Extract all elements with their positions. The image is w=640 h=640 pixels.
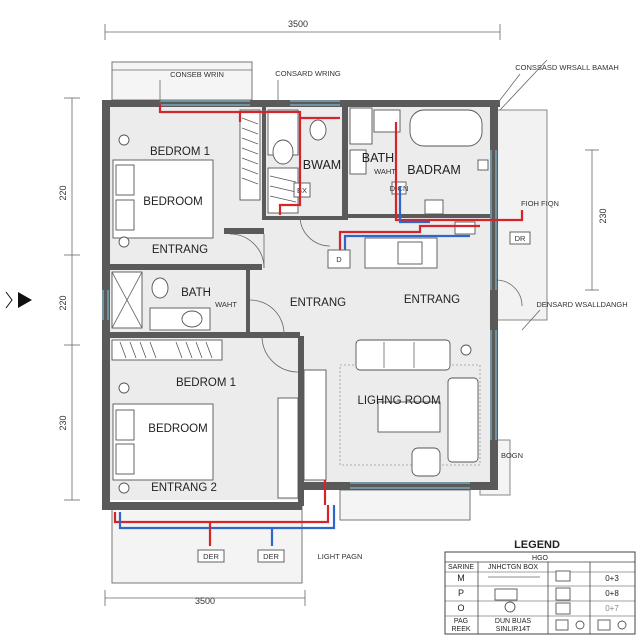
furniture: BX D-CN D xyxy=(111,107,489,499)
label-waht-mid: WAHT xyxy=(215,300,237,309)
legend-subtitle: HGO xyxy=(532,555,549,562)
toilet-icon xyxy=(309,119,327,141)
callout-conseb-wrin: CONSEB WRIN xyxy=(170,70,224,79)
legend-row-key: P xyxy=(458,588,464,598)
sofa xyxy=(355,339,451,371)
callout-light-pagn: LIGHT PAGN xyxy=(318,552,363,561)
armchair xyxy=(411,447,441,477)
legend: LEGEND HGO SARINE JNHCTGN BOX M 0+3 P 0+… xyxy=(444,539,636,635)
label-bedroom-top: BEDROOM xyxy=(143,196,202,208)
legend-footer-mid1: DUN BUAS xyxy=(495,618,532,625)
room-labels: BEDROM 1 BEDROOM ENTRANG BWAM BATH WAHT … xyxy=(143,146,460,494)
closet xyxy=(277,397,299,499)
dim-left-lower: 230 xyxy=(58,415,68,430)
socket-icon xyxy=(118,482,130,494)
label-bwam: BWAM xyxy=(303,158,341,172)
label-living: LIGHNG ROOM xyxy=(357,395,440,407)
callout-der-2: DER xyxy=(263,552,279,561)
legend-row: M 0+3 xyxy=(457,570,619,583)
legend-row-key: O xyxy=(457,603,464,613)
legend-footer-mid2: SINLIR14T xyxy=(496,626,531,633)
coffee-table xyxy=(377,401,441,433)
doors xyxy=(229,215,523,373)
callout-top-right: CONSSASD WRSALL BAMAH xyxy=(515,63,619,72)
label-waht-upper: WAHT xyxy=(374,167,396,176)
dim-top: 3500 xyxy=(288,19,308,29)
label-bedroom2: BEDROOM xyxy=(148,423,207,435)
label-entrang2: ENTRANG 2 xyxy=(151,482,217,494)
label-bath-mid: BATH xyxy=(181,287,211,299)
wardrobe xyxy=(111,339,223,361)
socket-icon xyxy=(118,236,130,248)
dim-left-middle: 220 xyxy=(58,295,68,310)
label-badram: BADRAM xyxy=(407,163,460,177)
tv-unit xyxy=(303,369,327,481)
dim-left-upper: 220 xyxy=(58,185,68,200)
dim-right: 230 xyxy=(598,208,608,223)
wiring xyxy=(113,104,524,546)
label-entrang-right: ENTRANG xyxy=(404,294,460,306)
legend-footer-left1: PAG xyxy=(454,618,468,625)
socket-icon xyxy=(118,134,130,146)
legend-title: LEGEND xyxy=(514,539,560,551)
label-entrang-center: ENTRANG xyxy=(290,297,346,309)
callout-consard-wring: CONSARD WRING xyxy=(275,69,341,78)
d-plate-label: D xyxy=(336,255,342,264)
section-arrow-left xyxy=(18,292,32,308)
sofa-side xyxy=(447,377,479,463)
label-entrang-top: ENTRANG xyxy=(152,244,208,256)
legend-footer-left2: REEK xyxy=(451,626,470,633)
legend-header-mid: JNHCTGN BOX xyxy=(488,564,539,571)
socket-icon xyxy=(460,344,472,356)
walls xyxy=(102,100,500,510)
toilet-icon xyxy=(151,277,169,299)
dimension-lines: 3500 3500 220 220 230 230 xyxy=(58,19,608,606)
callouts: CONSEB WRIN CONSARD WRING CONSSASD WRSAL… xyxy=(159,63,628,563)
label-bedroom2-title: BEDROM 1 xyxy=(176,377,236,389)
legend-row-key: M xyxy=(457,573,465,583)
bathtub-icon xyxy=(409,109,483,147)
bx-label: BX xyxy=(297,186,307,195)
callout-dr: DR xyxy=(515,234,526,243)
callout-bogn: BOGN xyxy=(501,451,523,460)
legend-row-value: 0+7 xyxy=(605,604,619,613)
legend-row-value: 0+8 xyxy=(605,589,619,598)
dim-bottom: 3500 xyxy=(195,596,215,606)
legend-header-left: SARINE xyxy=(448,564,474,571)
legend-row: P 0+8 xyxy=(458,587,619,601)
toilet-icon xyxy=(272,139,294,165)
callout-densard: DENSARD WSALLDANGH xyxy=(536,300,627,309)
callout-fioh-fiqn: FIOH FIQN xyxy=(521,199,559,208)
socket-icon xyxy=(118,382,130,394)
legend-row: O 0+7 xyxy=(457,601,619,615)
label-bath-upper: BATH xyxy=(362,151,394,165)
callout-der-1: DER xyxy=(203,552,219,561)
label-bedroom1-top: BEDROM 1 xyxy=(150,146,210,158)
legend-row-value: 0+3 xyxy=(605,574,619,583)
